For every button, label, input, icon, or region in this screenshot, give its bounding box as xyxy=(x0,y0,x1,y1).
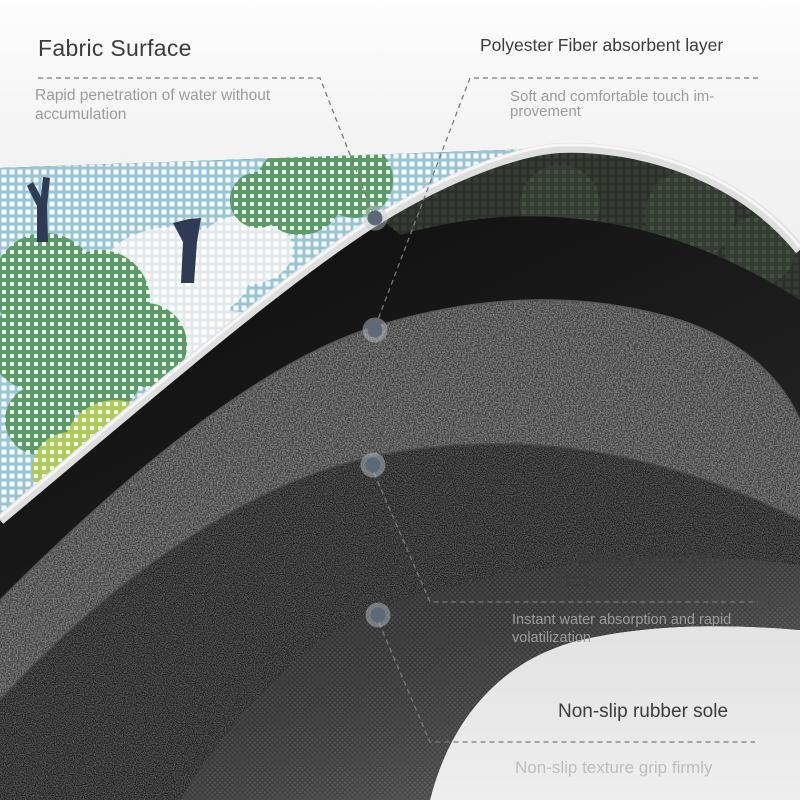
description-line: accumulation xyxy=(35,106,127,123)
fabric-surface-description: Rapid penetration of water without accum… xyxy=(35,86,270,124)
fabric-rim-highlight xyxy=(0,143,800,519)
description-line: Instant water absorption and rapid xyxy=(512,612,732,628)
leader-line-foam xyxy=(373,472,758,603)
leader-line-fabric xyxy=(38,77,373,212)
description-line: Non-slip texture grip firmly xyxy=(515,758,713,777)
marker-dot-polyester xyxy=(362,317,388,343)
fabric-rim xyxy=(0,142,800,524)
foaming-layer-description: Instant water absorption and rapid volat… xyxy=(512,611,731,647)
polyester-layer-title: Polyester Fiber absorbent layer xyxy=(480,35,723,55)
description-line: Rapid penetration of water without xyxy=(35,87,271,104)
title-line: Polyester Fiber absorbent layer xyxy=(480,35,724,55)
polyester-layer-description: Soft and comfortable touch im- provement xyxy=(510,89,714,119)
description-line: volatilization xyxy=(512,630,591,646)
marker-dot-fabric xyxy=(362,205,388,231)
description-line: Soft and comfortable touch im- xyxy=(510,88,715,105)
fabric-surface-title: Fabric Surface xyxy=(38,35,192,61)
fabric-pattern-trunk-left xyxy=(27,177,50,242)
fabric-pattern-trunk-right xyxy=(173,218,201,283)
rubber-sole-description: Non-slip texture grip firmly xyxy=(515,757,712,778)
seam-line-felt xyxy=(0,299,800,601)
rubber-sole-title: Non-slip rubber sole xyxy=(558,701,728,723)
polyester-fiber-layer-edge xyxy=(0,216,800,601)
leader-line-sole xyxy=(378,622,755,743)
description-line: provement xyxy=(510,103,581,120)
title-line: Non-slip rubber sole xyxy=(558,701,729,722)
sole-highlight xyxy=(180,557,800,800)
title-line: layer xyxy=(557,569,601,591)
leader-line-polyester xyxy=(376,77,758,323)
foaming-absorbent-layer xyxy=(0,443,800,800)
marker-dot-foam xyxy=(360,452,386,478)
title-line: Foaming absorbent xyxy=(557,546,730,568)
foaming-layer-title: Foaming absorbent layer xyxy=(557,546,729,592)
polyester-fiber-layer xyxy=(0,299,800,700)
marker-dot-sole xyxy=(365,602,391,628)
seam-line-foam xyxy=(0,443,800,701)
fabric-pattern-tree-green xyxy=(0,148,393,455)
title-line: Fabric Surface xyxy=(38,35,192,61)
